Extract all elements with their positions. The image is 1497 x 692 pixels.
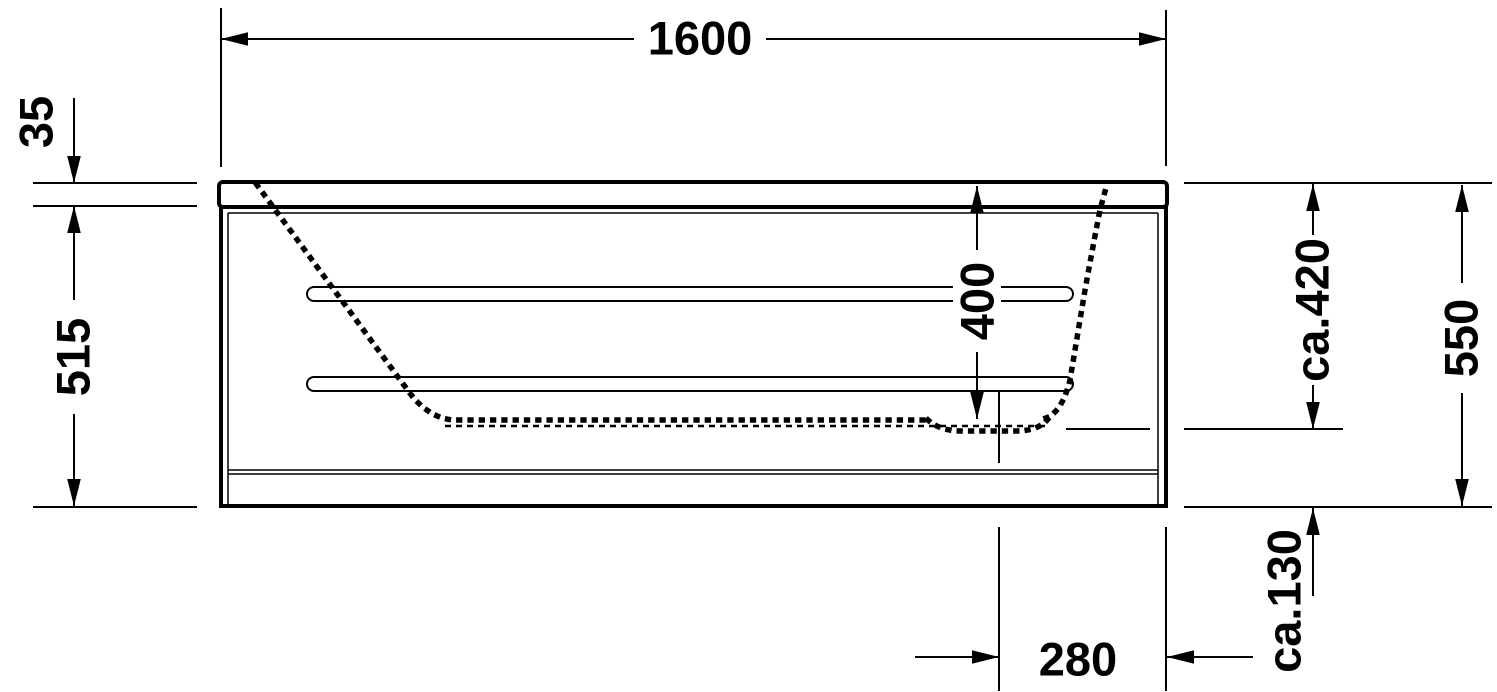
dim-label-drain-offset: 280 bbox=[1039, 633, 1117, 686]
dim-label-rim-thickness: 35 bbox=[10, 96, 63, 148]
label-bg-ca420 bbox=[1288, 235, 1336, 385]
dim-label-inner-depth: 400 bbox=[951, 262, 1004, 340]
dim-label-total-height: 550 bbox=[1435, 299, 1488, 377]
interior-profile-right-dotted bbox=[1042, 180, 1111, 422]
tub-apron-panel bbox=[219, 205, 1168, 508]
label-backgrounds bbox=[49, 15, 1485, 414]
tub-rim bbox=[217, 180, 1169, 209]
label-bg-1600 bbox=[634, 15, 766, 61]
dim-label-side-height: 515 bbox=[47, 318, 100, 396]
dim-label-base-clearance: ca.130 bbox=[1258, 529, 1311, 673]
dimension-labels: 1600 35 515 400 ca.420 550 ca.130 280 bbox=[10, 12, 1488, 686]
label-bg-400 bbox=[953, 250, 1001, 352]
side-groove-upper bbox=[306, 286, 1074, 302]
dim-label-overall-length: 1600 bbox=[648, 12, 753, 65]
dim-label-depth-approx: ca.420 bbox=[1286, 238, 1339, 382]
label-bg-515 bbox=[49, 300, 97, 414]
side-groove-lower bbox=[306, 376, 1074, 392]
bathtub-outline bbox=[217, 180, 1169, 508]
label-bg-550 bbox=[1437, 283, 1485, 393]
